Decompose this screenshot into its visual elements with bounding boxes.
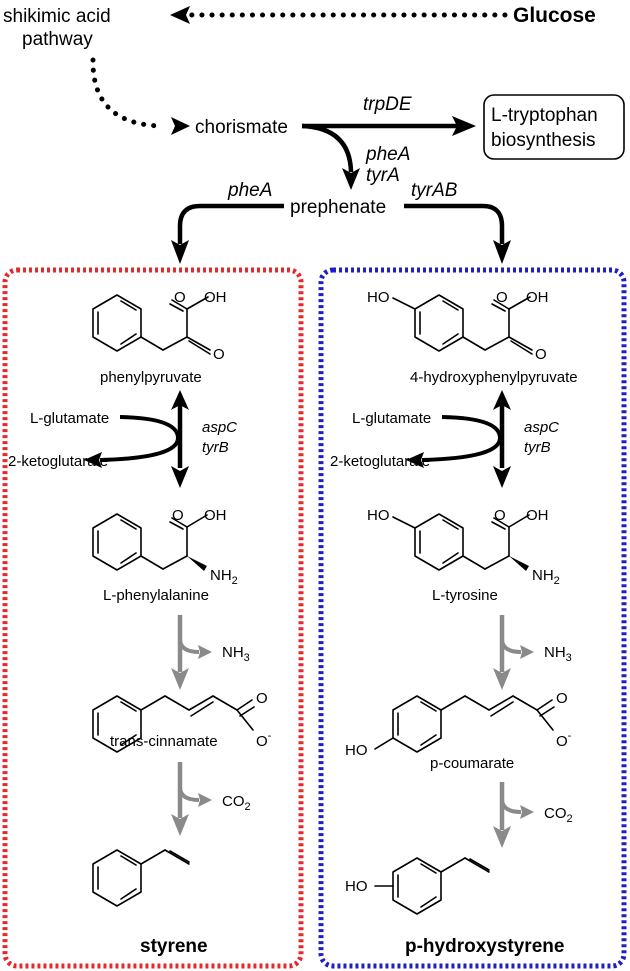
tryptophan-label-1: L-tryptophan <box>491 105 598 126</box>
hydroxyphenylpyruvate-ho: HO <box>367 289 390 306</box>
phenylpyruvate-o-keto: O <box>213 346 225 363</box>
shikimic-pathway-label: pathway <box>22 29 93 50</box>
tryptophan-box <box>483 94 625 160</box>
hydroxystyrene-structure <box>374 857 490 915</box>
chorismate-arrowhead <box>171 117 190 135</box>
tyrosine-nh2: NH2 <box>532 567 560 587</box>
cinnamate-o: O <box>256 690 268 707</box>
phenylalanine-nh2: NH2 <box>210 567 238 587</box>
tyrosine-label: L-tyrosine <box>432 587 498 604</box>
co2-head-right <box>520 805 534 819</box>
styrene-structure <box>92 849 190 907</box>
ketoglutarate-head-left <box>84 452 102 468</box>
co2-left: CO2 <box>222 793 251 813</box>
aspC-label-left: aspC <box>202 419 237 436</box>
left-branch-arrowhead <box>171 240 189 264</box>
tryptophan-label-2: biosynthesis <box>491 130 596 151</box>
co2-curve-right <box>500 799 522 814</box>
nh3-head-right <box>520 645 534 659</box>
glucose-label: Glucose <box>513 4 596 27</box>
right-branch-line <box>404 203 505 244</box>
aspC-label-right: aspC <box>524 419 559 436</box>
phenylpyruvate-o-top: O <box>174 289 186 306</box>
transamination-left-down-head <box>171 466 189 488</box>
tyrosine-o: O <box>494 507 506 524</box>
tyrosine-ho: HO <box>367 507 390 524</box>
coumarate-o: O <box>556 690 568 707</box>
tyrB-label-right: tyrB <box>524 439 551 456</box>
deamination-right-head <box>493 668 511 690</box>
nh3-curve-left <box>178 639 200 654</box>
glutamate-curve-right <box>421 415 503 462</box>
prephenate-label: prephenate <box>290 197 386 218</box>
decarboxylation-right-head <box>493 826 511 848</box>
prephenate-arrowhead <box>342 168 360 190</box>
ketoglutarate-head-right <box>406 452 424 468</box>
hydroxyphenylpyruvate-structure <box>392 294 533 355</box>
tyrAB-label: tyrAB <box>411 180 458 201</box>
coumarate-o-minus: O- <box>556 730 572 750</box>
co2-curve-left <box>178 787 200 802</box>
pheA-tyrA-label-1: pheA <box>365 144 410 165</box>
cinnamate-o-minus: O- <box>256 730 272 750</box>
phenylalanine-branch-box <box>2 267 304 969</box>
shikimic-acid-label: shikimic acid <box>3 6 111 27</box>
phenylalanine-oh: OH <box>204 507 227 524</box>
styrene-label: styrene <box>140 936 208 957</box>
tyrB-label-left: tyrB <box>202 439 229 456</box>
right-branch-arrowhead <box>493 240 511 264</box>
tyrosine-structure <box>392 513 530 571</box>
shikimic-to-chorismate-dots <box>90 57 166 129</box>
hydroxystyrene-label: p-hydroxystyrene <box>405 936 564 957</box>
transamination-left-up-head <box>171 390 189 410</box>
coumarate-ho: HO <box>345 742 368 759</box>
co2-head-left <box>198 793 212 807</box>
phenylalanine-o: O <box>172 507 184 524</box>
trp-arrowhead <box>452 116 476 136</box>
transamination-right-down-head <box>493 466 511 488</box>
hydroxystyrene-ho: HO <box>345 878 368 895</box>
phenylalanine-label: L-phenylalanine <box>103 587 209 604</box>
glutamate-label-right: L-glutamate <box>352 410 431 427</box>
nh3-right: NH3 <box>544 644 572 664</box>
coumarate-structure <box>374 695 555 753</box>
phenylpyruvate-structure <box>92 294 211 355</box>
coumarate-label: p-coumarate <box>430 755 514 772</box>
phenylalanine-structure <box>92 513 208 571</box>
cinnamate-structure <box>92 695 255 753</box>
trpDE-label: trpDE <box>363 94 412 115</box>
ketoglutarate-label-right: 2-ketoglutarate <box>330 453 430 470</box>
decarboxylation-left-head <box>171 814 189 836</box>
pheA-tyrA-label-2: tyrA <box>366 165 400 186</box>
phenylpyruvate-label: phenylpyruvate <box>100 369 202 386</box>
hydroxyphenylpyruvate-oh: OH <box>526 289 549 306</box>
deamination-left-head <box>171 668 189 690</box>
tyrosine-branch-box <box>318 267 627 969</box>
glutamate-curve-left <box>99 415 181 462</box>
glutamate-label-left: L-glutamate <box>30 410 109 427</box>
cinnamate-label: trans-cinnamate <box>110 733 218 750</box>
nh3-head-left <box>198 645 212 659</box>
prephenate-arrow-line <box>301 123 354 173</box>
ketoglutarate-label-left: 2-ketoglutarate <box>8 453 108 470</box>
transamination-right-up-head <box>493 390 511 410</box>
hydroxyphenylpyruvate-label: 4-hydroxyphenylpyruvate <box>410 369 578 386</box>
pheA-left-label: pheA <box>227 180 272 201</box>
left-branch-line <box>177 203 284 244</box>
glucose-arrowhead <box>170 6 190 24</box>
hydroxyphenylpyruvate-o-top: O <box>496 289 508 306</box>
phenylpyruvate-oh: OH <box>204 289 227 306</box>
tyrosine-oh: OH <box>526 507 549 524</box>
nh3-curve-right <box>500 639 522 654</box>
nh3-left: NH3 <box>222 644 250 664</box>
hydroxyphenylpyruvate-o-keto: O <box>535 346 547 363</box>
chorismate-label: chorismate <box>195 117 288 138</box>
co2-right: CO2 <box>544 805 573 825</box>
